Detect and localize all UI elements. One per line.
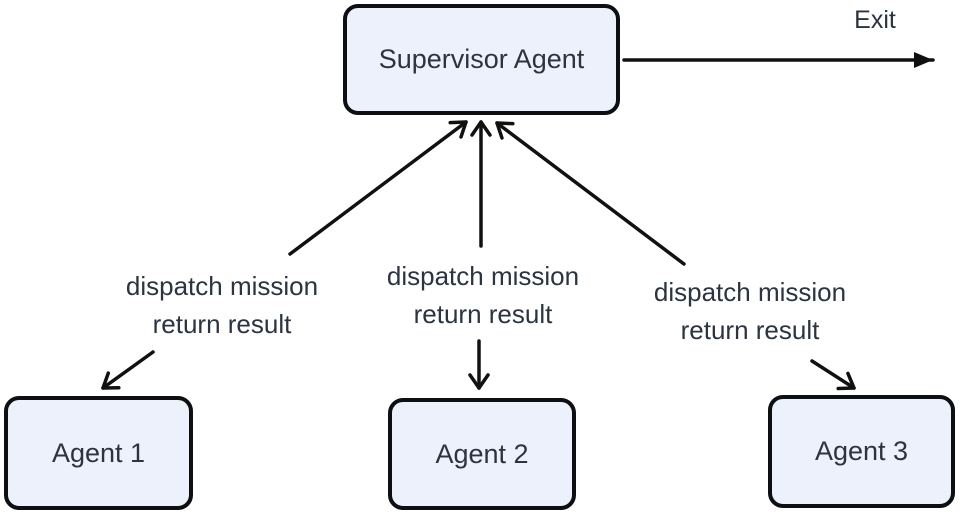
edge-label-agent2: dispatch mission return result [353, 257, 613, 333]
edge-label-agent3-line1: dispatch mission [653, 277, 847, 307]
edge-label-agent1: dispatch mission return result [92, 267, 352, 343]
node-agent3-label: Agent 3 [814, 436, 909, 466]
edge-label-agent3-line2: return result [680, 315, 820, 345]
edge-agent1-return-result [288, 120, 468, 256]
node-supervisor-label: Supervisor Agent [378, 44, 585, 74]
edge-label-agent3: dispatch mission return result [620, 273, 880, 349]
node-agent-2: Agent 2 [388, 398, 576, 510]
exit-label: Exit [854, 6, 896, 34]
node-agent-1: Agent 1 [4, 396, 193, 510]
edge-label-agent1-line2: return result [152, 309, 292, 339]
edge-label-agent1-line1: dispatch mission [125, 271, 319, 301]
node-agent2-label: Agent 2 [435, 438, 529, 469]
edge-agent1-dispatch-mission [101, 350, 155, 390]
edge-agent3-dispatch-mission [810, 359, 856, 391]
edge-agent3-return-result [495, 121, 686, 266]
edge-label-agent2-line2: return result [413, 299, 553, 329]
node-agent-3: Agent 3 [768, 395, 955, 508]
node-agent1-label: Agent 1 [51, 437, 146, 468]
edge-label-agent2-line1: dispatch mission [386, 261, 580, 291]
node-supervisor-agent: Supervisor Agent [343, 4, 620, 115]
